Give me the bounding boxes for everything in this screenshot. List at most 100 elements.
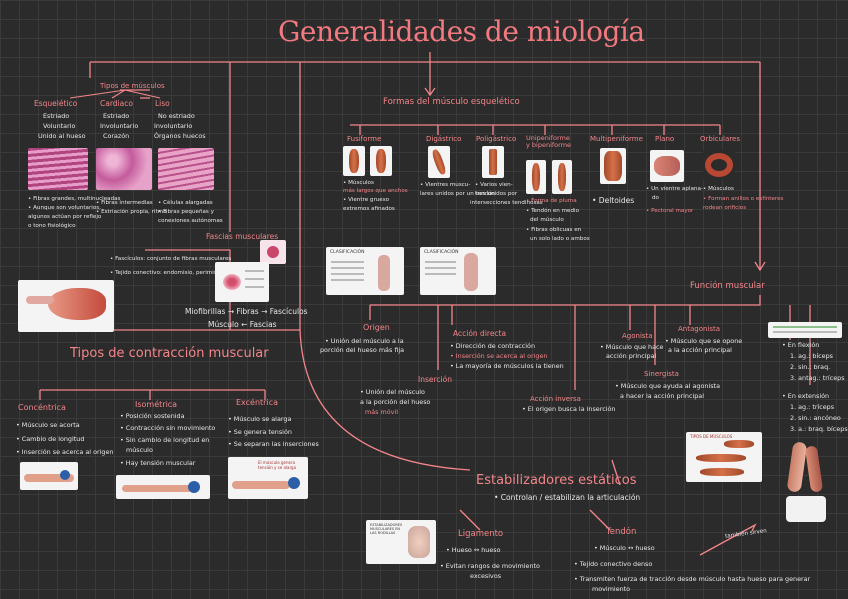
isometrica-line-2: • Contracción sin movimiento bbox=[120, 425, 215, 432]
skeletal-tissue-image bbox=[28, 148, 88, 190]
plano-note-3: • Pectoral mayor bbox=[646, 208, 693, 214]
peniforme-note-5: un solo lado o ambos bbox=[530, 236, 590, 242]
sinergista-line-2: a hacer la acción principal bbox=[620, 393, 704, 400]
arm-muscle-illustration bbox=[782, 440, 834, 525]
car-line-3: Corazón bbox=[103, 133, 129, 140]
tendon-line-2: • Tejido conectivo denso bbox=[574, 561, 652, 568]
car-note-2: • Estriación propia, ritmo bbox=[96, 209, 167, 215]
knee-ligament-card-title: ESTABILIZADORES MUSCULARES EN LAS RODILL… bbox=[370, 523, 406, 535]
liso-line-2: Involuntario bbox=[154, 123, 192, 130]
esq-line-2: Voluntario bbox=[43, 123, 75, 130]
concentric-image bbox=[20, 462, 78, 490]
isometrica-line-5: • Hay tensión muscular bbox=[120, 460, 195, 467]
esq-line-3: Unido al hueso bbox=[38, 133, 86, 140]
excentrica-line-3: • Se separan las inserciones bbox=[228, 441, 319, 448]
concentrica-title: Concéntrica bbox=[18, 403, 66, 412]
forma-digastrico: Digástrico bbox=[426, 135, 461, 143]
agonista-line-2: acción principal bbox=[606, 353, 656, 360]
estabilizadores-header: Estabilizadores estáticos bbox=[476, 474, 637, 489]
estabilizadores-sub: • Controlan / estabilizan la articulació… bbox=[494, 494, 640, 503]
classification-card-1-title: CLASIFICACIÓN bbox=[330, 250, 364, 255]
plano-note-1: • Un vientre aplana- bbox=[646, 186, 703, 192]
origen-line-2: porción del hueso más fija bbox=[320, 347, 404, 354]
agonista-line-1: • Músculo que hace bbox=[600, 344, 663, 351]
extension-3: 2. sin.: ancóneo bbox=[790, 415, 841, 422]
classification-card-2-title: CLASIFICACIÓN bbox=[424, 250, 458, 255]
classification-card-2: CLASIFICACIÓN bbox=[420, 247, 496, 295]
flexion-3: 2. sin.: braq. bbox=[790, 364, 830, 371]
forma-plano: Plano bbox=[655, 135, 674, 143]
liso-note-2: • Fibras pequeñas y bbox=[158, 209, 214, 215]
funcion-header: Función muscular bbox=[690, 282, 765, 292]
liso-line-1: No estriado bbox=[158, 113, 195, 120]
fascia-chain: Miofibrillas → Fibras → Fascículos bbox=[185, 308, 308, 317]
accion-title: Acción directa bbox=[453, 330, 506, 339]
sinergista-line-1: • Músculo que ayuda al agonista bbox=[615, 383, 720, 390]
peniforme-note-2: • Tendón en medio bbox=[526, 208, 579, 214]
extension-1: • En extensión bbox=[782, 393, 829, 400]
antagonista-title: Antagonista bbox=[678, 325, 720, 333]
fusiforme-image bbox=[343, 146, 365, 176]
fusiforme-note-2: más largos que anchos bbox=[343, 188, 408, 194]
esq-note-2: • Aunque son voluntarios, bbox=[28, 205, 101, 211]
isometrica-line-3: • Sin cambio de longitud en bbox=[120, 437, 209, 444]
forma-orbiculares: Orbiculares bbox=[700, 135, 740, 143]
tipos-musculos-card-title: TIPOS DE MÚSCULOS bbox=[690, 435, 732, 440]
unipeniforme-image bbox=[526, 160, 546, 194]
tipo-liso: Liso bbox=[155, 100, 170, 109]
page-title: Generalidades de miología bbox=[278, 16, 645, 48]
insercion-line-2: a la porción del hueso bbox=[360, 399, 430, 406]
plano-image bbox=[650, 150, 684, 182]
fascia-diagram bbox=[215, 262, 269, 302]
fusiforme-image-2 bbox=[370, 146, 392, 176]
fusiforme-note-3: • Vientre grueso bbox=[343, 197, 389, 203]
forma-multipeniforme: Multipeniforme bbox=[590, 135, 643, 143]
ligamento-title: Ligamento bbox=[458, 530, 503, 540]
tipo-esqueletico: Esquelético bbox=[34, 100, 77, 109]
contraccion-header: Tipos de contracción muscular bbox=[70, 347, 269, 362]
eccentric-caption: El músculo genera tensión y se alarga bbox=[258, 461, 304, 470]
poligastrico-image bbox=[482, 146, 504, 178]
forma-poligastrico: Poligástrico bbox=[476, 135, 516, 143]
flexion-4: 3. antag.: tríceps bbox=[790, 375, 845, 382]
car-line-2: Involuntario bbox=[100, 123, 138, 130]
knee-ligament-card: ESTABILIZADORES MUSCULARES EN LAS RODILL… bbox=[366, 520, 436, 564]
isometric-image bbox=[116, 475, 210, 499]
esq-note-3: algunos actúan por reflejo bbox=[28, 214, 101, 220]
orbicular-note-1: • Músculos bbox=[703, 186, 734, 192]
extension-2: 1. ag.: tríceps bbox=[790, 404, 834, 411]
esq-note-4: o tono fisiológico bbox=[28, 223, 76, 229]
car-note-1: • Fibras intermedias bbox=[96, 200, 153, 206]
tendon-title: Tendón bbox=[606, 528, 636, 538]
concentrica-line-2: • Cambio de longitud bbox=[16, 436, 84, 443]
orbicular-image bbox=[703, 150, 735, 180]
agonista-title: Agonista bbox=[622, 332, 653, 340]
function-table-image bbox=[768, 322, 842, 338]
antagonista-line-1: • Músculo que se opone bbox=[665, 338, 742, 345]
forma-fusiforme: Fusiforme bbox=[347, 135, 381, 143]
tendon-line-3: • Transmiten fuerza de tracción desde mú… bbox=[574, 576, 810, 583]
tendon-line-4: movimiento bbox=[592, 586, 630, 593]
concentrica-line-3: • Inserción se acerca al origen bbox=[16, 449, 113, 456]
antagonista-line-2: a la acción principal bbox=[668, 347, 732, 354]
isometrica-line-4: músculo bbox=[126, 447, 153, 454]
forma-peniforme: Unipeniforme y bipeniforme bbox=[526, 135, 574, 150]
liso-note-1: • Células alargadas bbox=[158, 200, 213, 206]
esq-line-1: Estriado bbox=[43, 113, 69, 120]
fascia-note-1: • Fascículos: conjunto de fibras muscula… bbox=[110, 256, 231, 262]
peniforme-note-3: del músculo bbox=[530, 217, 564, 223]
flexion-2: 1. ag.: bíceps bbox=[790, 353, 833, 360]
insercion-title: Inserción bbox=[418, 376, 452, 385]
excentrica-title: Excéntrica bbox=[236, 398, 278, 407]
isometrica-title: Isométrica bbox=[135, 400, 177, 409]
liso-line-3: Órganos huecos bbox=[154, 133, 206, 140]
ligamento-line-1: • Hueso ↔ hueso bbox=[446, 547, 501, 554]
orbicular-note-2: • Forman anillos o esfínteres bbox=[703, 196, 783, 202]
fascia-diagram-small bbox=[260, 240, 286, 264]
liso-note-3: conexiones autónomas bbox=[158, 218, 223, 224]
plano-note-2: do bbox=[652, 195, 659, 201]
ligamento-line-2: • Evitan rangos de movimiento bbox=[440, 563, 540, 570]
flexion-1: • En flexión bbox=[782, 342, 819, 349]
peniforme-note-1: • Forma de pluma bbox=[526, 198, 577, 204]
multipeniforme-note-1: • Deltoides bbox=[592, 197, 634, 206]
